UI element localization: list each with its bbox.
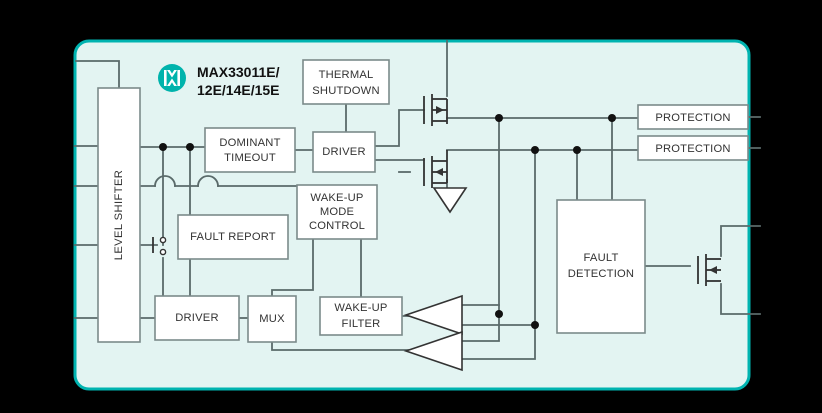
- block-protection-bottom[interactable]: [637, 135, 749, 161]
- junction-dot: [495, 310, 503, 318]
- branding-layer: MAX33011E/ 12E/14E/15E: [158, 64, 280, 98]
- block-level-shifter[interactable]: [97, 87, 141, 343]
- junction-dot: [608, 114, 616, 122]
- wire-bufl-in2: [461, 324, 536, 360]
- wire-layer: [74, 40, 761, 360]
- mosfet-low-side: [423, 150, 448, 188]
- wakeup-filter-label-2: FILTER: [342, 318, 381, 330]
- block-wakeup-mode-control[interactable]: [296, 184, 378, 240]
- block-protection-top[interactable]: [637, 104, 749, 130]
- thermal-shutdown-label-2: SHUTDOWN: [312, 85, 379, 97]
- dominant-timeout-label-1: DOMINANT: [219, 137, 280, 149]
- block-wakeup-filter[interactable]: [319, 296, 403, 336]
- fault-detection-label-1: FAULT: [584, 252, 619, 264]
- block-mux[interactable]: [247, 295, 297, 343]
- buffer-lower: [403, 330, 463, 372]
- symbols-layer: [152, 94, 721, 372]
- wire-mux-buf: [271, 341, 431, 351]
- wakeup-mode-control-label-3: CONTROL: [309, 220, 365, 232]
- buffer-upper: [403, 294, 463, 336]
- dominant-timeout-label-2: TIMEOUT: [224, 152, 276, 164]
- block-driver-top[interactable]: [312, 131, 376, 173]
- block-dominant-timeout[interactable]: [204, 127, 296, 173]
- junction-dot: [495, 114, 503, 122]
- analog-switch-icon: [152, 236, 167, 256]
- maxim-logo-glyph: [164, 70, 180, 86]
- wakeup-mode-control-label-2: MODE: [320, 206, 354, 218]
- protection-top-label: PROTECTION: [655, 112, 730, 124]
- wakeup-filter-label-1: WAKE-UP: [334, 302, 387, 314]
- wire-hop-b: [197, 175, 219, 187]
- part-number-line-1: MAX33011E/: [197, 64, 280, 80]
- wire-vcc-top: [75, 60, 120, 89]
- wire-hop-a: [154, 175, 176, 187]
- wire-fdmos-d: [720, 225, 761, 257]
- mosfet-high-side: [423, 94, 448, 126]
- fault-report-label: FAULT REPORT: [190, 231, 276, 243]
- mosfet-fault-output: [697, 254, 721, 286]
- junction-dots-layer: [159, 114, 616, 329]
- junction-dot: [531, 321, 539, 329]
- block-fault-report[interactable]: [177, 214, 289, 260]
- wire-bufl-in1: [461, 313, 500, 342]
- driver-bottom-label: DRIVER: [175, 312, 218, 324]
- wire-fdmos-s: [720, 283, 761, 315]
- ground-icon: [432, 187, 468, 214]
- block-driver-bottom[interactable]: [154, 295, 240, 341]
- junction-dot: [531, 146, 539, 154]
- part-number-line-2: 12E/14E/15E: [197, 82, 280, 98]
- blocks-layer: LEVEL SHIFTER DOMINANT TIMEOUT THERMAL S…: [97, 59, 749, 343]
- maxim-logo-icon: [158, 64, 186, 92]
- driver-top-label: DRIVER: [322, 146, 365, 158]
- block-fault-detection[interactable]: [556, 199, 646, 334]
- wakeup-mode-control-label-1: WAKE-UP: [310, 192, 363, 204]
- mux-label: MUX: [259, 313, 285, 325]
- wire-drv-highside: [374, 109, 425, 147]
- junction-dot: [573, 146, 581, 154]
- thermal-shutdown-label-1: THERMAL: [319, 69, 374, 81]
- junction-dot: [159, 143, 167, 151]
- junction-dot: [186, 143, 194, 151]
- fault-detection-label-2: DETECTION: [568, 268, 634, 280]
- protection-bottom-label: PROTECTION: [655, 143, 730, 155]
- level-shifter-label: LEVEL SHIFTER: [113, 170, 125, 261]
- block-thermal-shutdown[interactable]: [302, 59, 390, 105]
- wire-wmc-mux: [271, 238, 314, 297]
